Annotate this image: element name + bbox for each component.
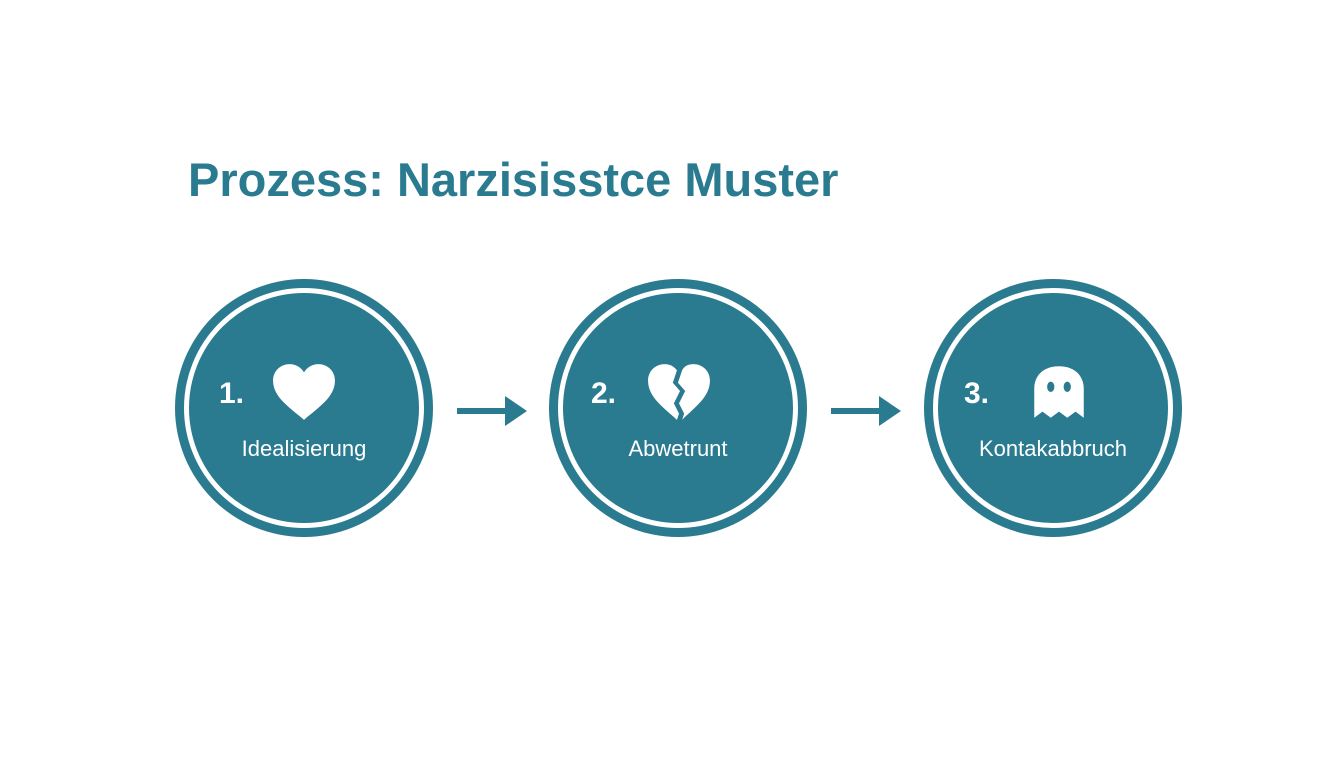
step-2-label: Abwetrunt [628, 436, 728, 461]
step-1-circle: 1. Idealisierung [175, 279, 433, 537]
step-3-circle: 3. Kontakabbruch [924, 279, 1182, 537]
step-3-number: 3. [964, 377, 990, 410]
step-2-number: 2. [591, 377, 617, 410]
ghost-icon [1034, 366, 1084, 418]
step-3-label: Kontakabbruch [979, 436, 1127, 461]
arrow-right-icon [457, 396, 527, 426]
arrow-right-icon [831, 396, 901, 426]
step-2-circle: 2. Abwetrunt [549, 279, 807, 537]
step-2-ring [558, 288, 798, 528]
step-1-ring [184, 288, 424, 528]
step-3-ring [933, 288, 1173, 528]
diagram-title: Prozess: Narzisisstce Muster [188, 153, 839, 206]
heart-icon [273, 364, 335, 420]
step-1-label: Idealisierung [241, 436, 367, 461]
broken-heart-icon [648, 364, 710, 420]
step-1-number: 1. [219, 377, 245, 410]
